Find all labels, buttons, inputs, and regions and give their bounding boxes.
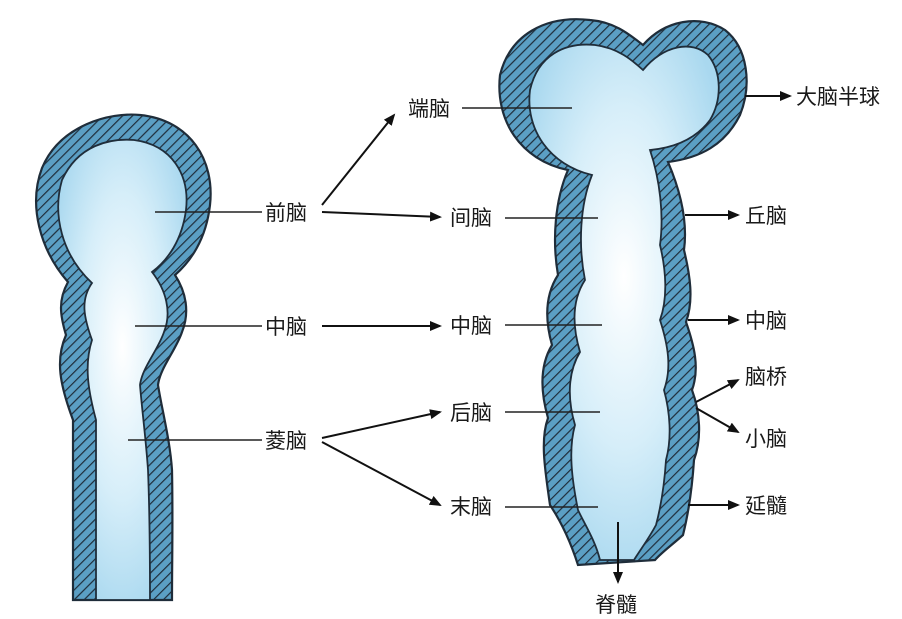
label-myelencephalon: 末脑 [450,495,492,519]
label-later-midbrain: 中脑 [450,314,492,338]
labels: 前脑 中脑 菱脑 端脑 间脑 中脑 后脑 末脑 脊髓 大脑半球 丘脑 中脑 脑桥… [265,85,880,617]
label-derived-midbrain: 中脑 [745,309,787,333]
label-forebrain: 前脑 [265,201,307,225]
label-diencephalon: 间脑 [450,206,492,230]
label-medulla: 延髓 [745,494,787,518]
arrow-forebrain-to-telencephalon [321,113,396,206]
arrow-to-pons [695,379,740,403]
label-cerebellum: 小脑 [745,427,787,451]
label-telencephalon: 端脑 [408,97,450,121]
label-hindbrain: 菱脑 [265,429,307,453]
arrow-forebrain-to-diencephalon [321,211,442,222]
label-pons: 脑桥 [745,365,787,389]
label-metencephalon: 后脑 [450,401,492,425]
label-spinal-cord: 脊髓 [595,593,637,617]
arrow-hindbrain-to-myelencephalon [321,441,442,506]
arrow-to-cerebellum [695,407,740,433]
later-tube-lumen [528,43,720,561]
label-thalamus: 丘脑 [745,204,787,228]
label-early-midbrain: 中脑 [265,315,307,339]
early-neural-tube [35,113,212,602]
later-neural-tube [498,18,748,567]
early-tube-lumen [57,138,188,601]
connectors [128,91,792,584]
label-cerebral-hemispheres: 大脑半球 [796,85,880,109]
arrow-hindbrain-to-metencephalon [321,409,442,439]
